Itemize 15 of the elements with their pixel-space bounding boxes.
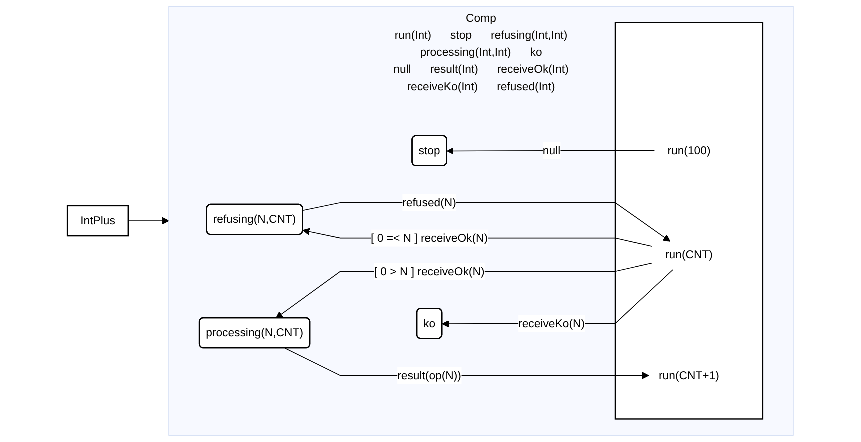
edge-label: result(op(N)) bbox=[398, 368, 462, 382]
arrow bbox=[276, 262, 653, 319]
arrow bbox=[302, 228, 653, 248]
cluster bbox=[614, 22, 764, 420]
edge-label: [ 0 =< N ] receiveOk(N) bbox=[371, 231, 488, 244]
edge-label: refused(N) bbox=[402, 196, 456, 210]
edge-label: [ 0 > N ] receiveOk(N) bbox=[374, 264, 485, 278]
node-text: run(CNT) bbox=[665, 248, 713, 262]
arrow bbox=[128, 217, 170, 225]
node-text: run(100) bbox=[668, 144, 711, 157]
arrow bbox=[446, 148, 656, 155]
edge-label: null bbox=[542, 144, 561, 157]
node-text: run(CNT+1) bbox=[659, 368, 720, 382]
node-box: IntPlus bbox=[66, 205, 130, 237]
edge-label: receiveKo(N) bbox=[518, 316, 586, 330]
